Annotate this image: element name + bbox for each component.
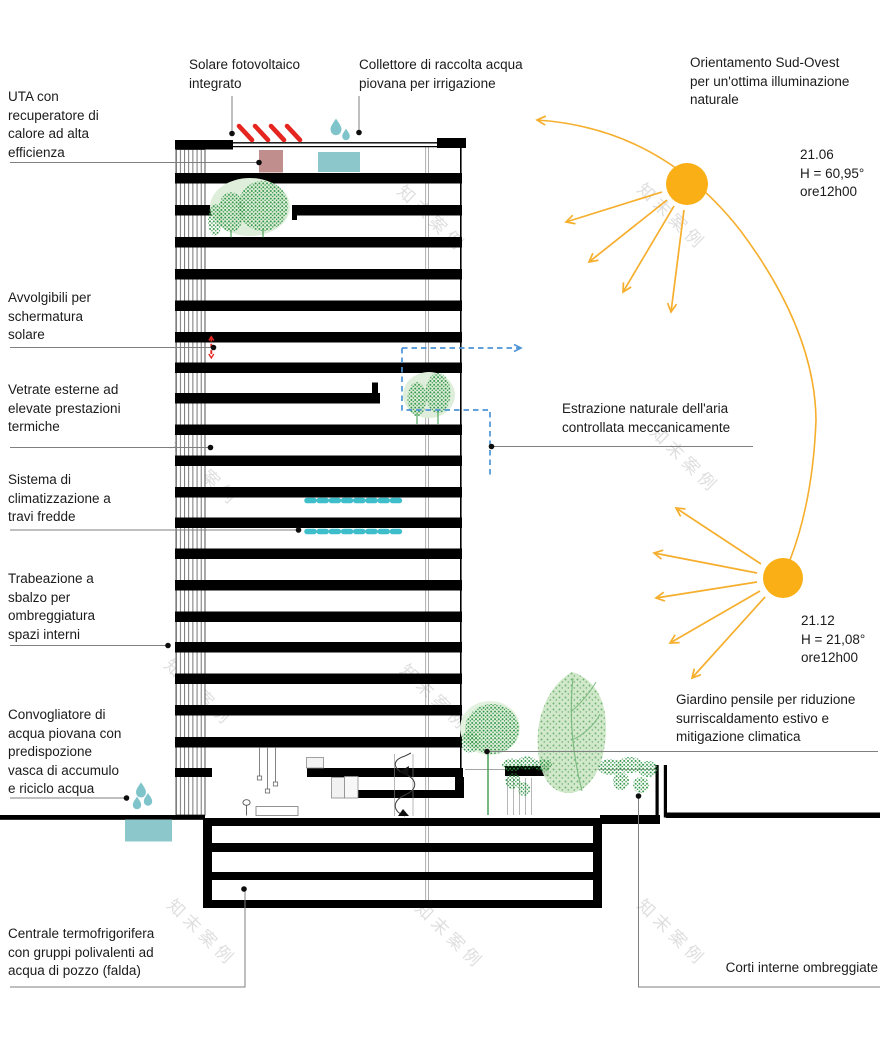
basement xyxy=(203,818,602,908)
label-estrazione: Estrazione naturale dell'aria controllat… xyxy=(562,401,731,435)
pendant-bulbs xyxy=(256,775,279,794)
floor-slabs xyxy=(175,173,464,798)
label-orientamento: Orientamento Sud-Ovest per un'ottima ill… xyxy=(690,55,850,107)
facade-brise-soleil xyxy=(175,149,206,816)
label-convogliatore: Convogliatore di acqua piovana con predi… xyxy=(8,707,122,796)
label-avvolgibili: Avvolgibili per schermatura solare xyxy=(8,290,92,342)
rain-tank xyxy=(125,819,172,842)
label-corti: Corti interne ombreggiate xyxy=(725,960,878,975)
uta-unit xyxy=(259,150,283,173)
floor-lamp xyxy=(242,799,251,816)
pendant-lamps xyxy=(259,747,276,789)
label-uta: UTA con recuperatore di calore ad alta e… xyxy=(8,89,99,160)
sun-icon xyxy=(666,163,708,205)
label-sole-estate: 21.06 H = 60,95° ore12h00 xyxy=(800,147,865,199)
sun-summer xyxy=(566,163,708,312)
water-collector xyxy=(318,152,360,172)
courtyard-wall xyxy=(655,765,667,818)
label-climatizzazione: Sistema di climatizzazione a travi fredd… xyxy=(8,472,111,524)
mezzanine-box xyxy=(306,757,324,769)
label-sole-inverno: 21.12 H = 21,08° ore12h00 xyxy=(801,613,866,665)
leader-dots xyxy=(123,129,642,892)
chilled-beams xyxy=(304,497,406,535)
building-section xyxy=(175,138,466,906)
cabinet xyxy=(344,776,359,799)
label-collettore: Collettore di raccolta acqua piovana per… xyxy=(359,57,523,91)
terrace-trees xyxy=(403,372,455,424)
podium-garden xyxy=(460,672,658,815)
big-leaf-tree xyxy=(537,672,606,794)
downpipe-drops-icon xyxy=(132,782,153,810)
sun-winter xyxy=(654,508,803,678)
roof xyxy=(175,138,466,150)
leader-lines xyxy=(10,96,880,988)
label-solare-fotovoltaico: Solare fotovoltaico integrato xyxy=(189,57,301,91)
roof-garden-trees xyxy=(208,178,290,238)
spiral-stair xyxy=(394,752,416,817)
desk xyxy=(255,806,299,816)
ground-floor-interior xyxy=(242,747,416,817)
label-giardino-pensile: Giardino pensile per riduzione surriscal… xyxy=(676,692,856,744)
label-centrale: Centrale termofrigorifera con gruppi pol… xyxy=(8,926,155,978)
pv-panels-icon xyxy=(236,123,303,143)
sun-icon xyxy=(763,558,803,598)
shrubs xyxy=(502,756,658,796)
sun-path-arc xyxy=(537,120,817,561)
rain-drops-icon xyxy=(330,118,350,141)
cabinet xyxy=(331,777,345,799)
label-trabeazione: Trabeazione a sbalzo per ombreggiatura s… xyxy=(8,571,96,642)
label-vetrate: Vetrate esterne ad elevate prestazioni t… xyxy=(8,382,121,434)
air-extraction-duct xyxy=(401,343,523,477)
ground-lines xyxy=(0,812,880,824)
